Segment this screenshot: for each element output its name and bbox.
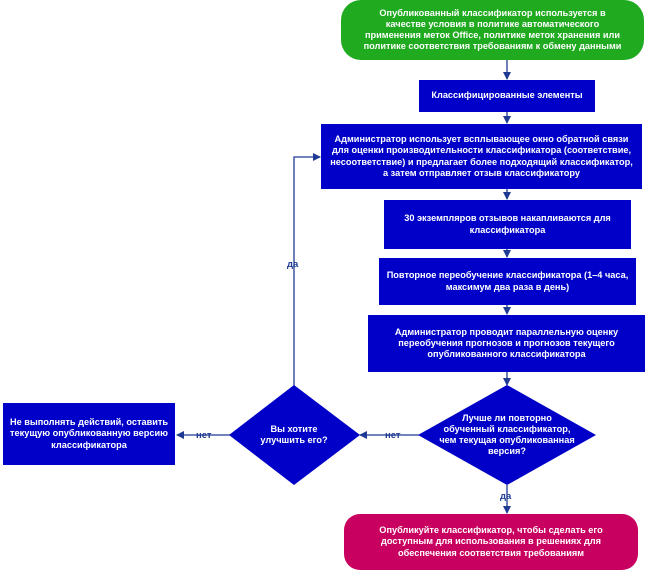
feedback-accumulation-node: 30 экземпляров отзывов накапливаются для…	[384, 200, 631, 249]
decision-better-shape	[418, 385, 596, 485]
edge-decision-improve-loop-to-feedback	[293, 153, 321, 386]
no-action-node: Не выполнять действий, оставить текущую …	[3, 403, 175, 465]
label-yes-down: да	[500, 491, 512, 502]
label-no-left: нет	[196, 430, 212, 441]
start-node: Опубликованный классификатор используетс…	[341, 0, 644, 60]
label-yes-loop: да	[287, 259, 299, 270]
parallel-evaluation-node: Администратор проводит параллельную оцен…	[368, 315, 645, 372]
admin-feedback-node: Администратор использует всплывающее окн…	[321, 124, 642, 189]
decision-improve-text: Вы хотите улучшить его?	[260, 423, 328, 445]
decision-better-text: Лучше ли повторно обученный классификато…	[439, 412, 575, 457]
publish-node: Опубликуйте классификатор, чтобы сделать…	[344, 514, 638, 570]
retrain-node: Повторное переобучение классификатора (1…	[379, 258, 636, 305]
label-no-mid: нет	[385, 430, 401, 441]
classified-items-node: Классифицированные элементы	[419, 80, 595, 112]
decision-improve-shape	[229, 385, 360, 485]
